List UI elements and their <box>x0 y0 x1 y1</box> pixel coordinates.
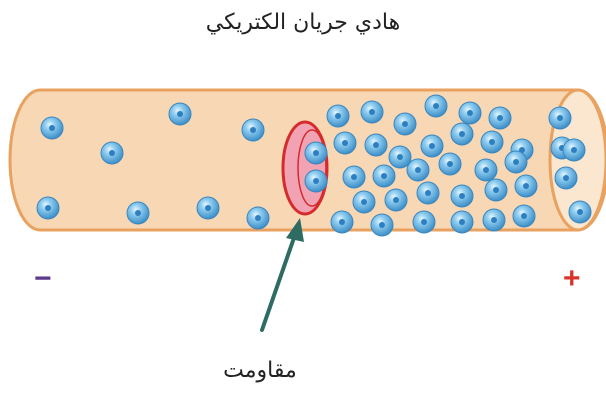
charge-particle-core <box>379 222 385 228</box>
charge-particle-core <box>489 139 495 145</box>
charge-particle-core <box>429 143 435 149</box>
charge-particle-core <box>402 121 408 127</box>
charge-particle-core <box>421 219 427 225</box>
negative-terminal-sign: − <box>34 262 52 296</box>
charge-particle-core <box>571 147 577 153</box>
charge-particle-core <box>459 131 465 137</box>
charge-particle-core <box>313 150 319 156</box>
charge-particle-core <box>523 183 529 189</box>
charge-particle-core <box>351 174 357 180</box>
charge-particle-core <box>493 187 499 193</box>
charge-particle-core <box>205 205 211 211</box>
charge-particle-core <box>49 125 55 131</box>
charge-particle-core <box>483 167 489 173</box>
charge-particle-core <box>361 199 367 205</box>
charge-particle-core <box>491 217 497 223</box>
charge-particle-core <box>369 109 375 115</box>
charge-particle-core <box>177 111 183 117</box>
resistor-pointer-arrow <box>262 218 304 330</box>
charge-particle-core <box>342 140 348 146</box>
charge-particle-core <box>447 161 453 167</box>
charge-particle-core <box>563 175 569 181</box>
charge-particle-core <box>557 115 563 121</box>
charge-particle-core <box>397 154 403 160</box>
charge-particle-core <box>135 210 141 216</box>
charge-particle-core <box>459 193 465 199</box>
charge-particle-core <box>381 173 387 179</box>
charge-particle-core <box>467 110 473 116</box>
charge-particle-core <box>335 113 341 119</box>
charge-particle-core <box>521 213 527 219</box>
charge-particle-core <box>373 142 379 148</box>
resistor-label: مقاومت <box>0 358 520 383</box>
charge-particle-core <box>433 103 439 109</box>
charge-particle-core <box>513 159 519 165</box>
charge-particle-core <box>415 167 421 173</box>
charge-particle-core <box>45 205 51 211</box>
charge-particle-core <box>497 115 503 121</box>
charge-particle-core <box>339 219 345 225</box>
charge-particle-core <box>109 150 115 156</box>
charge-particle-core <box>313 178 319 184</box>
positive-terminal-sign: + <box>563 262 581 296</box>
charge-particle-core <box>250 127 256 133</box>
charge-particle-core <box>577 209 583 215</box>
charge-particle-core <box>255 215 261 221</box>
charge-particle-core <box>425 190 431 196</box>
charge-particle-core <box>459 219 465 225</box>
charge-particle-core <box>393 197 399 203</box>
